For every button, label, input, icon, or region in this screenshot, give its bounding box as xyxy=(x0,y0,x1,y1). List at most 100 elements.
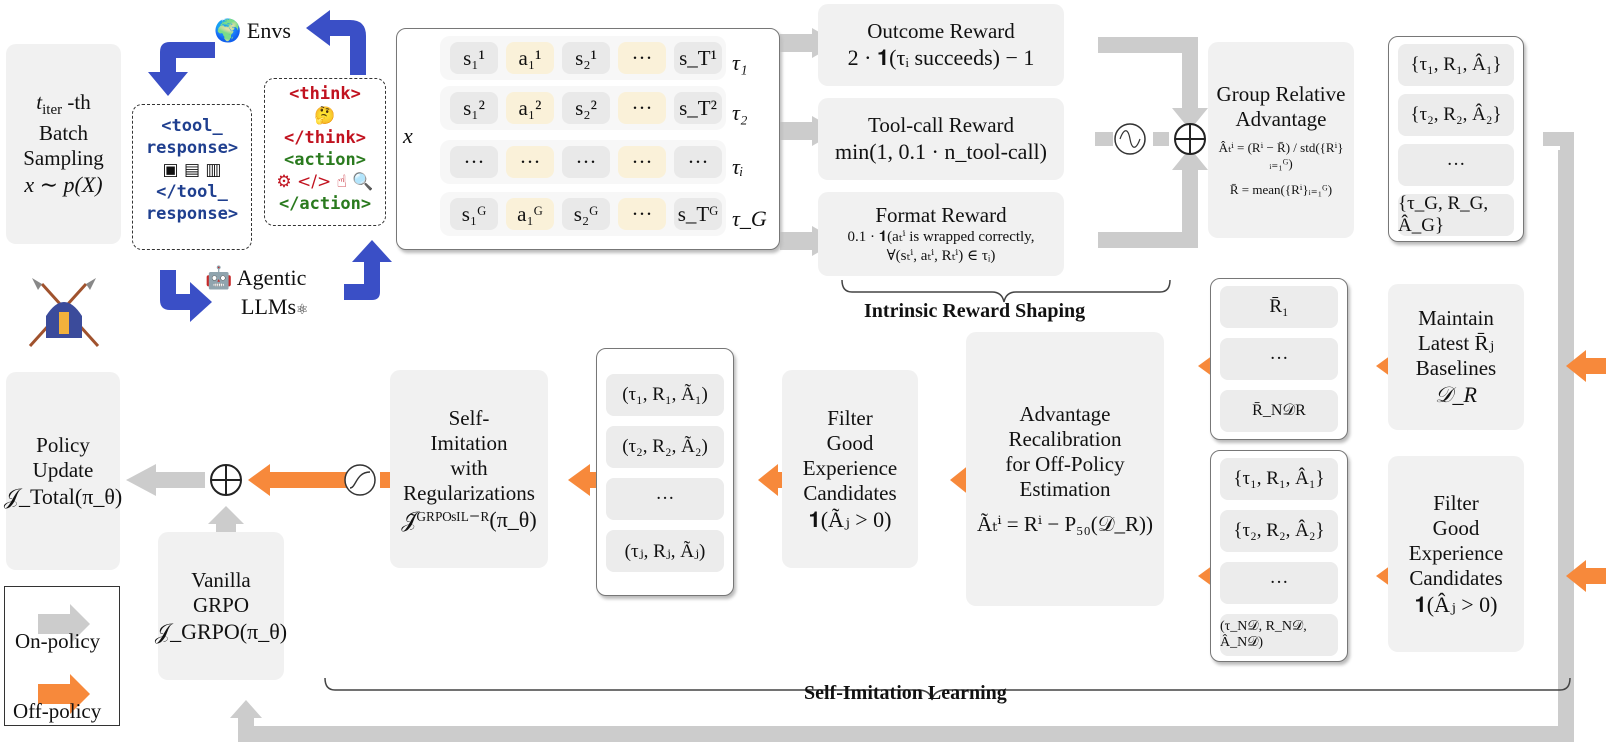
trajectory-cell: ··· xyxy=(618,42,666,74)
t-iter-symbol: t xyxy=(36,90,43,115)
sil-l4: Regularizations xyxy=(403,480,535,505)
x-symbol: x xyxy=(403,123,413,148)
group-list-item: {τ₁, R₁, Â₁} xyxy=(1398,44,1514,86)
baseline-item: R̄₁ xyxy=(1220,286,1338,328)
tool-icons: ▣ ▤ ▥ xyxy=(162,160,222,180)
trajectory-cell: s₁ᴳ xyxy=(450,198,498,230)
trajectory-cell: ··· xyxy=(618,146,666,178)
trajectory-tau-label: τ₁ xyxy=(732,50,748,75)
filter-right-l3: Experience xyxy=(1408,540,1504,565)
filter-right-formula: 𝟏(Âⱼ > 0) xyxy=(1414,591,1498,617)
filter-right-box: Filter Good Experience Candidates 𝟏(Âⱼ >… xyxy=(1388,456,1524,652)
policy-update-box: Policy Update 𝒥_Total(π_θ) xyxy=(3,372,123,570)
recal-list-item: (τ₂, R₂, Ã₂) xyxy=(606,426,724,468)
sampling-formula: x ∼ p(X) xyxy=(24,171,103,197)
buffer-item: {τ₁, R₁, Â₁} xyxy=(1220,458,1338,500)
action-close-tag: </action> xyxy=(278,194,372,214)
buffer-item: ··· xyxy=(1220,562,1338,604)
trajectory-cell: s_Tᴳ xyxy=(674,198,722,230)
action-icons: ⚙ </> ☝ 🔍 xyxy=(276,172,374,192)
filter-right-l4: Candidates xyxy=(1409,565,1503,590)
trajectory-cell: a₁² xyxy=(506,92,554,124)
outcome-reward-title: Outcome Reward xyxy=(867,19,1015,43)
thinking-face-icon: 🤔 xyxy=(314,106,336,126)
filter-mid-l4: Candidates xyxy=(803,480,897,505)
tool-call-reward-box: Tool-call Reward min(1, 0.1 · n_tool-cal… xyxy=(818,98,1064,180)
sil-l3: with xyxy=(450,455,488,480)
tool-response-box: <tool_ response> ▣ ▤ ▥ </tool_ response> xyxy=(132,104,252,250)
baseline-set-symbol: 𝒟_R xyxy=(1435,382,1477,407)
tool-close-tag-2: response> xyxy=(145,204,239,224)
policy-l2: Update xyxy=(32,457,94,482)
outcome-reward-formula: 2 · 𝟏(τᵢ succeeds) − 1 xyxy=(847,45,1035,70)
gra-title-2: Advantage xyxy=(1235,107,1327,131)
format-reward-box: Format Reward 0.1 · 𝟏(aₜⁱ is wrapped cor… xyxy=(818,192,1064,276)
trajectory-cell: s₂¹ xyxy=(562,42,610,74)
trajectory-cell: a₁¹ xyxy=(506,42,554,74)
baseline-item: ··· xyxy=(1220,338,1338,380)
group-list-item: {τ₂, R₂, Â₂} xyxy=(1398,94,1514,136)
trajectory-tau-label: τ₂ xyxy=(732,100,748,125)
filter-mid-formula: 𝟏(Ãⱼ > 0) xyxy=(808,506,892,532)
trajectory-cell: s₁² xyxy=(450,92,498,124)
vanilla-formula: 𝒥_GRPO(π_θ) xyxy=(154,618,288,644)
batch-label: Batch xyxy=(39,120,88,145)
gra-formula-2: R̄ = mean({Rⁱ}ᵢ₌₁ᴳ) xyxy=(1229,182,1333,197)
trajectory-cell: ··· xyxy=(506,146,554,178)
sil-formula: 𝒥̃ᴳᴿᴾᴼˢᴵᴸ⁻ᴿ(π_θ) xyxy=(401,506,537,532)
atom-icon: ⚛ xyxy=(296,302,309,318)
format-reward-formula-2: ∀(sₜⁱ, aₜⁱ, Rₜⁱ) ∈ τᵢ) xyxy=(886,247,996,264)
recal-l2: Recalibration xyxy=(1008,426,1122,451)
filter-right-l2: Good xyxy=(1432,515,1480,540)
recal-list-item: ··· xyxy=(606,478,724,520)
filter-right-l1: Filter xyxy=(1433,490,1479,515)
buffer-item: {τ₂, R₂, Â₂} xyxy=(1220,510,1338,552)
tool-call-reward-title: Tool-call Reward xyxy=(867,113,1015,137)
think-close-tag: </think> xyxy=(284,128,366,148)
sil-l2: Imitation xyxy=(430,430,508,455)
format-reward-formula-1: 0.1 · 𝟏(aₜⁱ is wrapped correctly, xyxy=(847,228,1035,245)
tool-close-tag-1: </tool_ xyxy=(156,182,228,202)
format-reward-title: Format Reward xyxy=(875,202,1007,227)
vanilla-l2: GRPO xyxy=(192,592,250,617)
advantage-recalibration-box: Advantage Recalibration for Off-Policy E… xyxy=(966,332,1164,606)
trajectory-cell: s_T¹ xyxy=(674,42,722,74)
filter-mid-l1: Filter xyxy=(827,405,873,430)
t-iter-rest: -th xyxy=(62,90,91,115)
baselines-label: Baselines xyxy=(1415,356,1497,380)
recal-l3: for Off-Policy xyxy=(1005,451,1125,476)
recal-l4: Estimation xyxy=(1019,476,1111,501)
think-action-box: <think> 🤔 </think> <action> ⚙ </> ☝ 🔍 </… xyxy=(264,78,386,226)
baseline-item: R̄_N𝒟R xyxy=(1220,390,1338,432)
group-relative-advantage-box: Group Relative Advantage Âₜⁱ = (Rⁱ − R̄)… xyxy=(1208,42,1354,238)
legend: On-policy Off-policy xyxy=(4,586,120,726)
tool-call-reward-formula: min(1, 0.1 · n_tool-call) xyxy=(834,139,1047,164)
recal-l1: Advantage xyxy=(1019,401,1111,426)
policy-formula: 𝒥_Total(π_θ) xyxy=(3,483,123,509)
group-list-item: {τ_G, R_G, Â_G} xyxy=(1398,193,1514,236)
trajectory-tau-label: τ_G xyxy=(732,206,767,231)
trajectory-cell: s₁¹ xyxy=(450,42,498,74)
recal-list-item: (τ₁, R₁, Ã₁) xyxy=(606,374,724,416)
gra-title-1: Group Relative xyxy=(1216,82,1346,106)
group-list-item: ··· xyxy=(1398,144,1514,186)
outcome-reward-box: Outcome Reward 2 · 𝟏(τᵢ succeeds) − 1 xyxy=(818,4,1064,86)
globe-icon: 🌍 xyxy=(214,19,242,44)
vanilla-grpo-box: Vanilla GRPO 𝒥_GRPO(π_θ) xyxy=(154,532,288,680)
trajectory-cell: a₁ᴳ xyxy=(506,198,554,230)
envs-label: 🌍 Envs xyxy=(214,18,291,44)
trajectory-cell: s_T² xyxy=(674,92,722,124)
latest-rbar-label: Latest R̄ⱼ xyxy=(1417,331,1495,355)
trajectory-cell: ··· xyxy=(674,146,722,178)
filter-mid-l3: Experience xyxy=(802,455,898,480)
maintain-baselines-box: Maintain Latest R̄ⱼ Baselines 𝒟_R xyxy=(1388,284,1524,430)
t-iter-sub: iter xyxy=(42,102,63,119)
think-open-tag: <think> xyxy=(289,84,361,104)
helmet-logo-icon xyxy=(24,276,104,350)
intrinsic-reward-shaping-label: Intrinsic Reward Shaping xyxy=(864,300,1086,322)
self-imitation-learning-label: Self-Imitation Learning xyxy=(804,682,1007,704)
filter-mid-box: Filter Good Experience Candidates 𝟏(Ãⱼ >… xyxy=(782,370,918,568)
maintain-label: Maintain xyxy=(1418,306,1494,330)
sil-l1: Self- xyxy=(448,405,490,430)
trajectory-cell: ··· xyxy=(562,146,610,178)
